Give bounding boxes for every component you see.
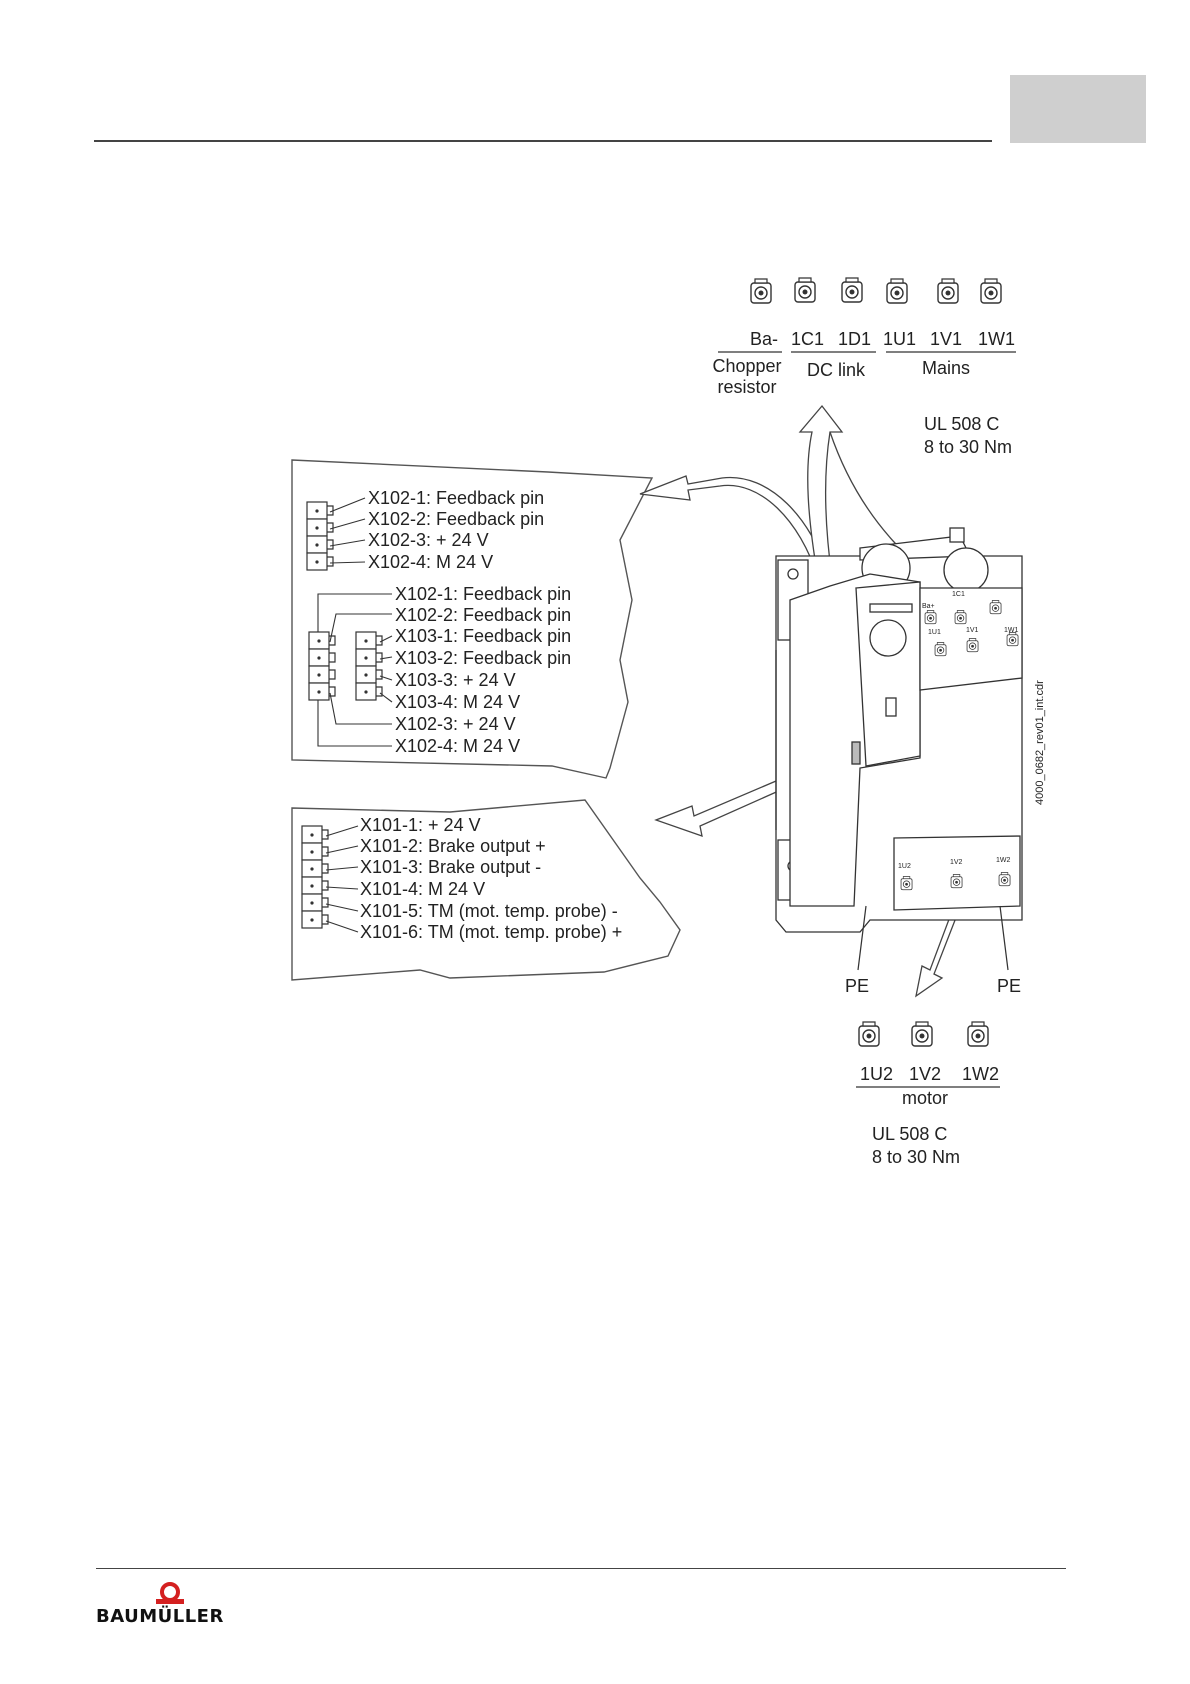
torque-bottom-line1: UL 508 C (872, 1124, 947, 1144)
torque-top-line1: UL 508 C (924, 414, 999, 434)
logo-text: BAUMÜLLER (96, 1606, 224, 1627)
torque-bottom-line2: 8 to 30 Nm (872, 1147, 960, 1167)
terminal-bolt (980, 278, 1002, 304)
chapter-tab (1010, 75, 1146, 143)
chopper-label: Chopper (712, 356, 781, 376)
terminal-bolt (858, 1021, 880, 1047)
header-rule (94, 140, 992, 142)
terminal-bolt (911, 1021, 933, 1047)
device-label: 1W1 (1004, 627, 1019, 634)
x102-x103-label: X103-3: + 24 V (395, 670, 516, 690)
x102-x103-label: X102-1: Feedback pin (395, 584, 571, 604)
terminal-bolt (794, 277, 816, 303)
device-illustration (775, 527, 1023, 933)
x102-label: X102-2: Feedback pin (368, 509, 544, 529)
mains-label: Mains (922, 358, 970, 378)
device-label: 1U1 (928, 629, 941, 636)
x102-label: X102-3: + 24 V (368, 530, 489, 550)
terminal-bolt (967, 1021, 989, 1047)
callout-x101 (291, 799, 681, 981)
x102-label: X102-1: Feedback pin (368, 488, 544, 508)
x101-label: X101-6: TM (mot. temp. probe) + (360, 922, 622, 942)
motor-terminal-label: 1U2 (860, 1064, 893, 1084)
x101-label: X101-5: TM (mot. temp. probe) - (360, 901, 618, 921)
device-label: 1U2 (898, 863, 911, 870)
device-label: 1V1 (966, 627, 979, 634)
x102-x103-label: X103-2: Feedback pin (395, 648, 571, 668)
motor-label: motor (902, 1088, 948, 1108)
callout-x102 (291, 459, 654, 779)
x101-label: X101-2: Brake output + (360, 836, 546, 856)
x101-label: X101-1: + 24 V (360, 815, 481, 835)
terminal-bolt (937, 278, 959, 304)
pe-right-label: PE (997, 976, 1021, 996)
dclink-label: DC link (807, 360, 866, 380)
terminal-label: Ba- (750, 329, 778, 349)
terminal-bolt (886, 278, 908, 304)
device-label: Ba+ (922, 603, 935, 610)
device-label: 1W2 (996, 857, 1011, 864)
terminal-label: 1W1 (978, 329, 1015, 349)
terminal-label: 1U1 (883, 329, 916, 349)
x102-x103-label: X103-1: Feedback pin (395, 626, 571, 646)
x102-x103-label: X102-4: M 24 V (395, 736, 520, 756)
terminal-label: 1V1 (930, 329, 962, 349)
x102-x103-label: X103-4: M 24 V (395, 692, 520, 712)
baumuller-logo: BAUMÜLLER (96, 1582, 246, 1627)
terminal-label: 1C1 (791, 329, 824, 349)
torque-top-line2: 8 to 30 Nm (924, 437, 1012, 457)
logo-mark-icon (156, 1582, 184, 1604)
terminal-bolt (750, 278, 772, 304)
device-label: 1V2 (950, 859, 963, 866)
motor-terminal-label: 1V2 (909, 1064, 941, 1084)
pe-left-label: PE (845, 976, 869, 996)
x102-label: X102-4: M 24 V (368, 552, 493, 572)
x102-x103-label: X102-2: Feedback pin (395, 605, 571, 625)
footer-rule (96, 1568, 1066, 1569)
x101-label: X101-3: Brake output - (360, 857, 541, 877)
x102-x103-label: X102-3: + 24 V (395, 714, 516, 734)
motor-terminal-bolts (858, 1021, 989, 1047)
x101-label: X101-4: M 24 V (360, 879, 485, 899)
terminal-label: 1D1 (838, 329, 871, 349)
motor-terminal-label: 1W2 (962, 1064, 999, 1084)
file-id: 4000_0682_rev01_int.cdr (1034, 680, 1046, 805)
chopper-label-2: resistor (717, 377, 776, 397)
top-terminal-bolts (750, 277, 1002, 304)
terminal-bolt (841, 277, 863, 303)
device-label: 1C1 (952, 591, 965, 598)
